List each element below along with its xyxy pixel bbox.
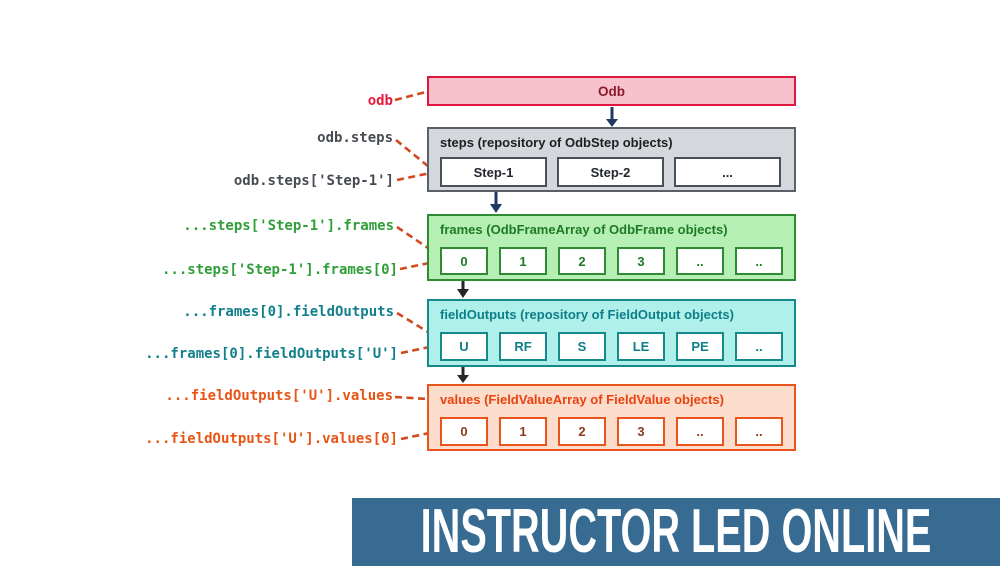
frames-cell-2: 2 <box>558 247 606 275</box>
frames-cell-3: 3 <box>617 247 665 275</box>
steps-cell-more: ... <box>674 157 781 187</box>
fieldoutputs-cells: U RF S LE PE .. <box>440 332 783 361</box>
odb-to-steps-arrowhead <box>606 119 618 127</box>
fieldoutputs-to-values-arrowhead <box>457 375 469 383</box>
steps-to-frames-arrowhead <box>490 204 502 213</box>
label-fieldoutputs-u: ...frames[0].fieldOutputs['U'] <box>145 346 398 362</box>
label-odb-steps-step1: odb.steps['Step-1'] <box>233 173 394 189</box>
steps-cell-step-1: Step-1 <box>440 157 547 187</box>
fieldoutputs-cell-more: .. <box>735 332 783 361</box>
connector-fieldoutputs <box>396 311 429 334</box>
values-cell-0: 0 <box>440 417 488 446</box>
values-cell-more2: .. <box>735 417 783 446</box>
fieldoutputs-cell-u: U <box>440 332 488 361</box>
frames-cells: 0 1 2 3 .. .. <box>440 247 783 275</box>
values-cell-2: 2 <box>558 417 606 446</box>
steps-cells: Step-1 Step-2 ... <box>440 157 781 187</box>
fieldoutputs-cell-le: LE <box>617 332 665 361</box>
values-cells: 0 1 2 3 .. .. <box>440 417 783 446</box>
connector-values <box>394 395 429 401</box>
connector-steps <box>395 138 430 169</box>
frames-cell-1: 1 <box>499 247 547 275</box>
label-fieldoutputs: ...frames[0].fieldOutputs <box>183 304 394 320</box>
node-fieldoutputs-title: fieldOutputs (repository of FieldOutput … <box>440 307 734 322</box>
fieldoutputs-cell-pe: PE <box>676 332 724 361</box>
node-frames-title: frames (OdbFrameArray of OdbFrame object… <box>440 222 728 237</box>
node-steps-title: steps (repository of OdbStep objects) <box>440 135 673 150</box>
node-odb-title: Odb <box>598 83 625 99</box>
node-values: values (FieldValueArray of FieldValue ob… <box>427 384 796 451</box>
connector-odb <box>394 90 427 102</box>
node-frames: frames (OdbFrameArray of OdbFrame object… <box>427 214 796 281</box>
label-odb: odb <box>367 93 393 109</box>
label-values-0: ...fieldOutputs['U'].values[0] <box>145 431 398 447</box>
values-cell-1: 1 <box>499 417 547 446</box>
instructor-led-online-banner: INSTRUCTOR LED ONLINE <box>352 498 1000 566</box>
steps-cell-step-2: Step-2 <box>557 157 664 187</box>
fieldoutputs-cell-rf: RF <box>499 332 547 361</box>
label-odb-steps: odb.steps <box>317 130 393 146</box>
frames-to-fieldoutputs-arrowhead <box>457 289 469 298</box>
node-fieldoutputs: fieldOutputs (repository of FieldOutput … <box>427 299 796 367</box>
banner-text: INSTRUCTOR LED ONLINE <box>420 498 932 566</box>
fieldoutputs-cell-s: S <box>558 332 606 361</box>
frames-cell-more1: .. <box>676 247 724 275</box>
node-odb: Odb <box>427 76 796 106</box>
label-values: ...fieldOutputs['U'].values <box>165 388 393 404</box>
frames-cell-more2: .. <box>735 247 783 275</box>
node-values-title: values (FieldValueArray of FieldValue ob… <box>440 392 724 407</box>
values-cell-more1: .. <box>676 417 724 446</box>
label-frames-0: ...steps['Step-1'].frames[0] <box>161 262 398 278</box>
frames-cell-0: 0 <box>440 247 488 275</box>
label-frames: ...steps['Step-1'].frames <box>183 218 394 234</box>
connector-frames <box>396 225 429 250</box>
node-steps: steps (repository of OdbStep objects) St… <box>427 127 796 192</box>
values-cell-3: 3 <box>617 417 665 446</box>
